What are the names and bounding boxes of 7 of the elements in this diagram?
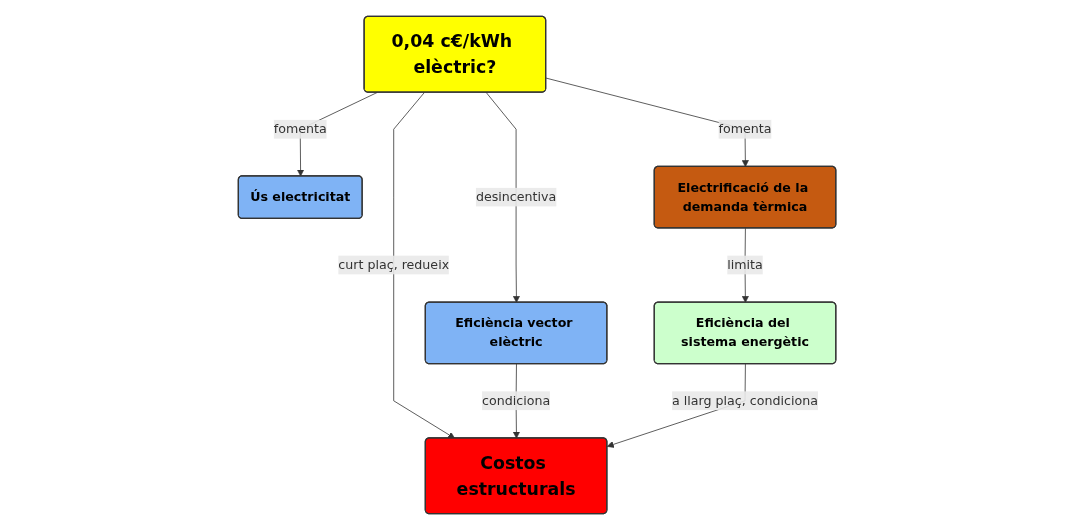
edge-label: desincentiva xyxy=(475,189,557,205)
edge-label: limita xyxy=(727,257,763,273)
edge-label: condiciona xyxy=(481,392,551,408)
edge-label: fomenta xyxy=(718,121,772,137)
edge-label: fomenta xyxy=(273,121,327,137)
edge-label: curt plaç, redueix xyxy=(338,257,450,273)
edge-label: a llarg plaç, condiciona xyxy=(672,392,818,408)
